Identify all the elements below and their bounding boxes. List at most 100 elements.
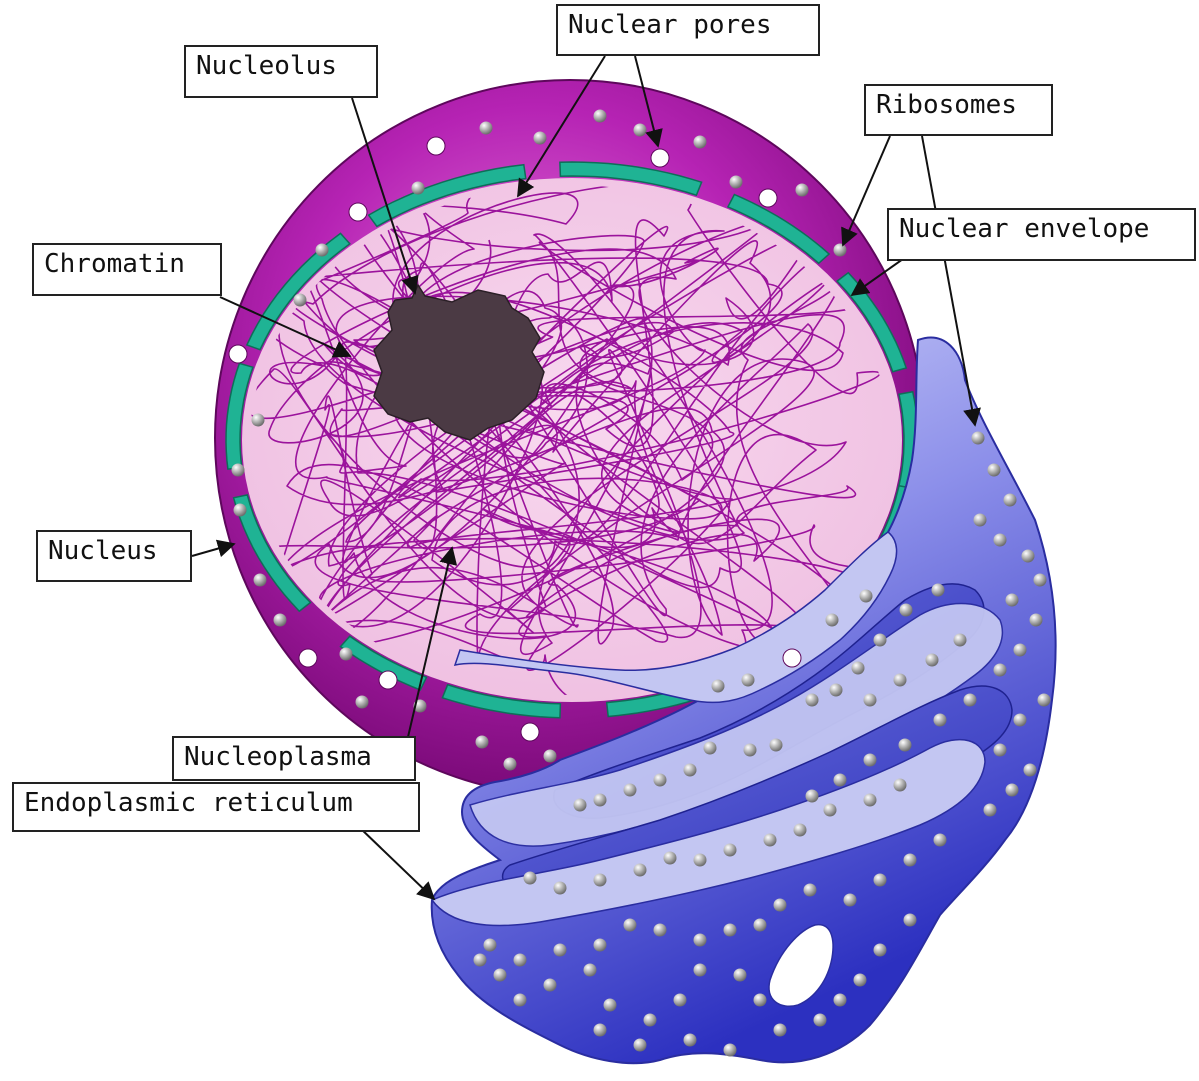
ribosome-dot — [830, 684, 843, 697]
pore-dot — [229, 345, 247, 363]
ribosome-dot — [724, 844, 737, 857]
ribosome-dot — [1004, 494, 1017, 507]
ribosome-dot — [412, 182, 425, 195]
ribosome-dot — [754, 994, 767, 1007]
ribosome-dot — [1030, 614, 1043, 627]
ribosome-dot — [594, 874, 607, 887]
label-endoplasmic-reticulum: Endoplasmic reticulum — [12, 782, 420, 832]
ribosome-dot — [1006, 784, 1019, 797]
label-nuclear-pores: Nuclear pores — [556, 4, 820, 56]
ribosome-dot — [664, 852, 677, 865]
ribosome-dot — [826, 614, 839, 627]
ribosome-dot — [834, 994, 847, 1007]
pore-dot — [349, 203, 367, 221]
ribosome-dot — [1014, 714, 1027, 727]
ribosome-dot — [852, 662, 865, 675]
pore-dot — [379, 671, 397, 689]
ribosome-dot — [964, 694, 977, 707]
ribosome-dot — [926, 654, 939, 667]
ribosome-dot — [252, 414, 265, 427]
ribosome-dot — [934, 714, 947, 727]
pore-dot — [759, 189, 777, 207]
pore-dot — [299, 649, 317, 667]
ribosome-dot — [754, 919, 767, 932]
ribosome-dot — [764, 834, 777, 847]
ribosome-dot — [694, 964, 707, 977]
ribosome-dot — [356, 696, 369, 709]
ribosome-dot — [904, 914, 917, 927]
ribosome-dot — [994, 534, 1007, 547]
ribosome-dot — [1022, 550, 1035, 563]
ribosome-dot — [744, 744, 757, 757]
pore-dot — [521, 723, 539, 741]
leader-nucleus — [192, 544, 234, 556]
ribosome-dot — [234, 504, 247, 517]
ribosome-dot — [524, 872, 537, 885]
ribosome-dot — [814, 1014, 827, 1027]
leader-ribosomes-1 — [843, 136, 890, 245]
ribosome-dot — [994, 664, 1007, 677]
ribosome-dot — [874, 944, 887, 957]
ribosome-dot — [654, 774, 667, 787]
ribosome-dot — [654, 924, 667, 937]
ribosome-dot — [932, 584, 945, 597]
label-nucleoplasma: Nucleoplasma — [172, 736, 416, 781]
ribosome-dot — [724, 1044, 737, 1057]
ribosome-dot — [674, 994, 687, 1007]
ribosome-dot — [834, 774, 847, 787]
ribosome-dot — [684, 764, 697, 777]
ribosome-dot — [474, 954, 487, 967]
ribosome-dot — [574, 799, 587, 812]
ribosome-dot — [634, 1039, 647, 1052]
ribosome-dot — [684, 1034, 697, 1047]
ribosome-dot — [874, 634, 887, 647]
ribosome-dot — [494, 969, 507, 982]
ribosome-dot — [594, 939, 607, 952]
ribosome-dot — [340, 648, 353, 661]
pore-dot — [783, 649, 801, 667]
ribosome-dot — [274, 614, 287, 627]
ribosome-dot — [1006, 594, 1019, 607]
ribosome-dot — [900, 604, 913, 617]
ribosome-dot — [988, 464, 1001, 477]
ribosome-dot — [294, 294, 307, 307]
label-chromatin: Chromatin — [32, 243, 222, 296]
pore-dot — [651, 149, 669, 167]
ribosome-dot — [899, 739, 912, 752]
ribosome-dot — [316, 244, 329, 257]
pore-dot — [427, 137, 445, 155]
ribosome-dot — [544, 979, 557, 992]
leader-er — [358, 826, 434, 899]
ribosome-dot — [624, 784, 637, 797]
ribosome-dot — [844, 894, 857, 907]
ribosome-dot — [806, 790, 819, 803]
ribosome-dot — [584, 964, 597, 977]
ribosome-dot — [232, 464, 245, 477]
ribosome-dot — [624, 919, 637, 932]
ribosome-dot — [594, 794, 607, 807]
ribosome-dot — [1034, 574, 1047, 587]
ribosome-dot — [1014, 644, 1027, 657]
ribosome-dot — [770, 739, 783, 752]
ribosome-dot — [972, 432, 985, 445]
ribosome-dot — [476, 736, 489, 749]
label-nucleolus: Nucleolus — [184, 45, 378, 98]
ribosome-dot — [634, 864, 647, 877]
ribosome-dot — [794, 824, 807, 837]
ribosome-dot — [834, 244, 847, 257]
ribosome-dot — [514, 994, 527, 1007]
ribosome-dot — [504, 758, 517, 771]
ribosome-dot — [1024, 764, 1037, 777]
ribosome-dot — [594, 110, 607, 123]
ribosome-dot — [894, 674, 907, 687]
ribosome-dot — [554, 882, 567, 895]
ribosome-dot — [994, 744, 1007, 757]
ribosome-dot — [644, 1014, 657, 1027]
ribosome-dot — [984, 804, 997, 817]
ribosome-dot — [514, 954, 527, 967]
ribosome-dot — [954, 634, 967, 647]
ribosome-dot — [704, 742, 717, 755]
ribosome-dot — [774, 1024, 787, 1037]
ribosome-dot — [854, 974, 867, 987]
ribosome-dot — [1038, 694, 1051, 707]
